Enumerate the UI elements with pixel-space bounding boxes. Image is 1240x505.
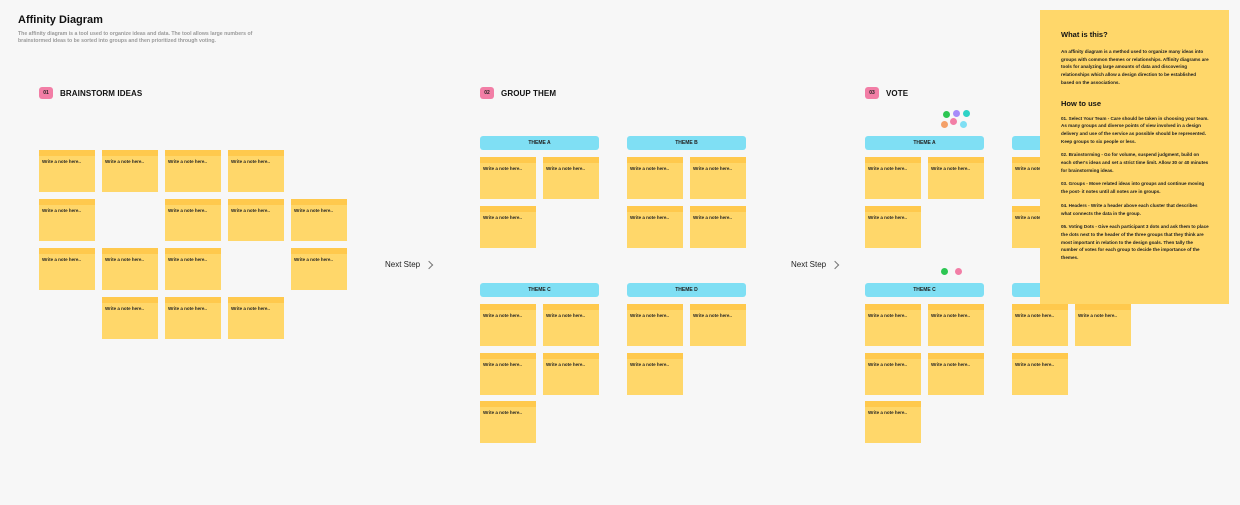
sticky-note[interactable]: Write a note here.. [102,248,158,290]
sticky-note[interactable]: Write a note here.. [865,304,921,346]
sticky-note[interactable]: Write a note here.. [102,297,158,339]
info-how-step: 04. Headers - Write a header above each … [1061,202,1198,216]
theme-header-c[interactable]: THEME C [480,283,599,297]
info-how-step: 02. Brainstorming - Go for volume, suspe… [1061,152,1209,173]
page-title: Affinity Diagram [18,14,103,26]
vote-dot[interactable] [953,110,960,117]
theme-header-a[interactable]: THEME A [480,136,599,150]
step-label: BRAINSTORM IDEAS [60,88,143,98]
vote-dot[interactable] [960,121,967,128]
step-header-group: 02 GROUP THEM [480,87,556,99]
vote-dot[interactable] [963,110,970,117]
next-step-link[interactable]: Next Step [385,260,434,269]
sticky-note[interactable]: Write a note here.. [543,353,599,395]
step-label: GROUP THEM [501,88,557,98]
sticky-note[interactable]: Write a note here.. [228,199,284,241]
sticky-note[interactable]: Write a note here.. [480,353,536,395]
sticky-note[interactable]: Write a note here.. [627,206,683,248]
theme-header-b[interactable]: THEME B [627,136,746,150]
chevron-right-icon [424,260,434,269]
sticky-note[interactable]: Write a note here.. [228,297,284,339]
sticky-note[interactable]: Write a note here.. [1012,304,1068,346]
sticky-note[interactable]: Write a note here.. [102,150,158,192]
info-what-body: An affinity diagram is a method used to … [1061,49,1209,85]
sticky-note[interactable]: Write a note here.. [627,353,683,395]
step-header-brainstorm: 01 BRAINSTORM IDEAS [39,87,142,99]
sticky-note[interactable]: Write a note here.. [690,206,746,248]
vote-dot[interactable] [943,111,950,118]
sticky-note[interactable]: Write a note here.. [928,353,984,395]
sticky-note[interactable]: Write a note here.. [480,157,536,199]
sticky-note[interactable]: Write a note here.. [865,157,921,199]
sticky-note[interactable]: Write a note here.. [690,157,746,199]
info-how-step: 03. Groups - Move related ideas into gro… [1061,181,1205,195]
step-header-vote: 03 VOTE [865,87,908,99]
sticky-note[interactable]: Write a note here.. [1012,353,1068,395]
theme-header-d[interactable]: THEME D [627,283,746,297]
info-what-title: What is this? [1061,30,1108,39]
sticky-note[interactable]: Write a note here.. [165,150,221,192]
chevron-right-icon [830,260,840,269]
sticky-note[interactable]: Write a note here.. [480,304,536,346]
vote-dot[interactable] [950,118,957,125]
sticky-note[interactable]: Write a note here.. [165,297,221,339]
sticky-note[interactable]: Write a note here.. [39,248,95,290]
vote-dot[interactable] [955,268,962,275]
next-step-link[interactable]: Next Step [791,260,840,269]
page-description: The affinity diagram is a tool used to o… [18,31,253,44]
sticky-note[interactable]: Write a note here.. [865,206,921,248]
sticky-note[interactable]: Write a note here.. [928,304,984,346]
next-step-label: Next Step [791,260,827,269]
sticky-note[interactable]: Write a note here.. [480,206,536,248]
sticky-note[interactable]: Write a note here.. [165,248,221,290]
sticky-note[interactable]: Write a note here.. [1075,304,1131,346]
step-label: VOTE [886,88,909,98]
vote-dot[interactable] [941,268,948,275]
theme-header-a[interactable]: THEME A [865,136,984,150]
theme-header-c[interactable]: THEME C [865,283,984,297]
sticky-note[interactable]: Write a note here.. [627,157,683,199]
sticky-note[interactable]: Write a note here.. [291,248,347,290]
info-how-step: 01. Select Your Team - Care should be ta… [1061,115,1209,144]
step-number-badge: 03 [865,87,879,99]
next-step-label: Next Step [385,260,421,269]
info-how-title: How to use [1061,98,1102,108]
sticky-note[interactable]: Write a note here.. [480,401,536,443]
sticky-note[interactable]: Write a note here.. [928,157,984,199]
sticky-note[interactable]: Write a note here.. [543,304,599,346]
sticky-note[interactable]: Write a note here.. [865,353,921,395]
step-number-badge: 02 [480,87,494,99]
sticky-note[interactable]: Write a note here.. [865,401,921,443]
sticky-note[interactable]: Write a note here.. [543,157,599,199]
sticky-note[interactable]: Write a note here.. [165,199,221,241]
sticky-note[interactable]: Write a note here.. [627,304,683,346]
step-number-badge: 01 [39,87,53,99]
sticky-note[interactable]: Write a note here.. [291,199,347,241]
sticky-note[interactable]: Write a note here.. [39,199,95,241]
sticky-note[interactable]: Write a note here.. [39,150,95,192]
sticky-note[interactable]: Write a note here.. [690,304,746,346]
info-panel: What is this? An affinity diagram is a m… [1040,10,1229,304]
vote-dot[interactable] [941,121,948,128]
info-how-step: 05. Voting Dots - Give each participant … [1061,224,1209,261]
sticky-note[interactable]: Write a note here.. [228,150,284,192]
